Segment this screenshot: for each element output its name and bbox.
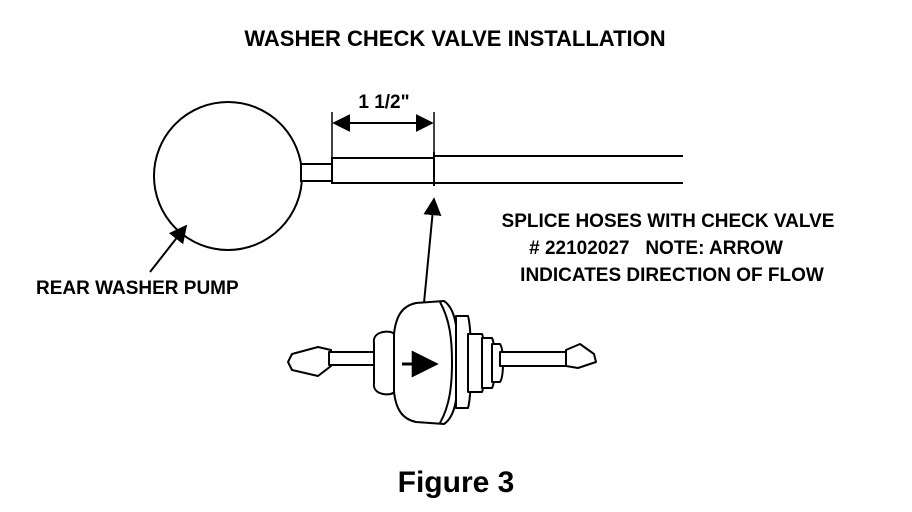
check-valve bbox=[287, 300, 597, 425]
instruction-line-3: INDICATES DIRECTION OF FLOW bbox=[520, 265, 824, 286]
valve-small-cap bbox=[372, 330, 395, 396]
valve-left-barb bbox=[287, 346, 332, 377]
pump-outlet bbox=[300, 163, 334, 182]
rear-washer-pump bbox=[153, 101, 303, 251]
valve-left-stem bbox=[328, 351, 375, 366]
figure-caption: Figure 3 bbox=[398, 466, 515, 499]
pump-label: REAR WASHER PUMP bbox=[36, 278, 239, 299]
hose-short-segment bbox=[331, 157, 435, 184]
diagram-title: WASHER CHECK VALVE INSTALLATION bbox=[244, 26, 665, 51]
splice-leader-arrow bbox=[423, 197, 442, 304]
dimension-label: 1 1/2" bbox=[358, 92, 409, 113]
valve-right-stem bbox=[499, 351, 569, 367]
valve-right-barb bbox=[565, 343, 597, 369]
pump-leader-arrow bbox=[149, 224, 188, 273]
instruction-line-2: # 22102027 NOTE: ARROW bbox=[529, 238, 783, 259]
instruction-line-1: SPLICE HOSES WITH CHECK VALVE bbox=[502, 211, 835, 232]
